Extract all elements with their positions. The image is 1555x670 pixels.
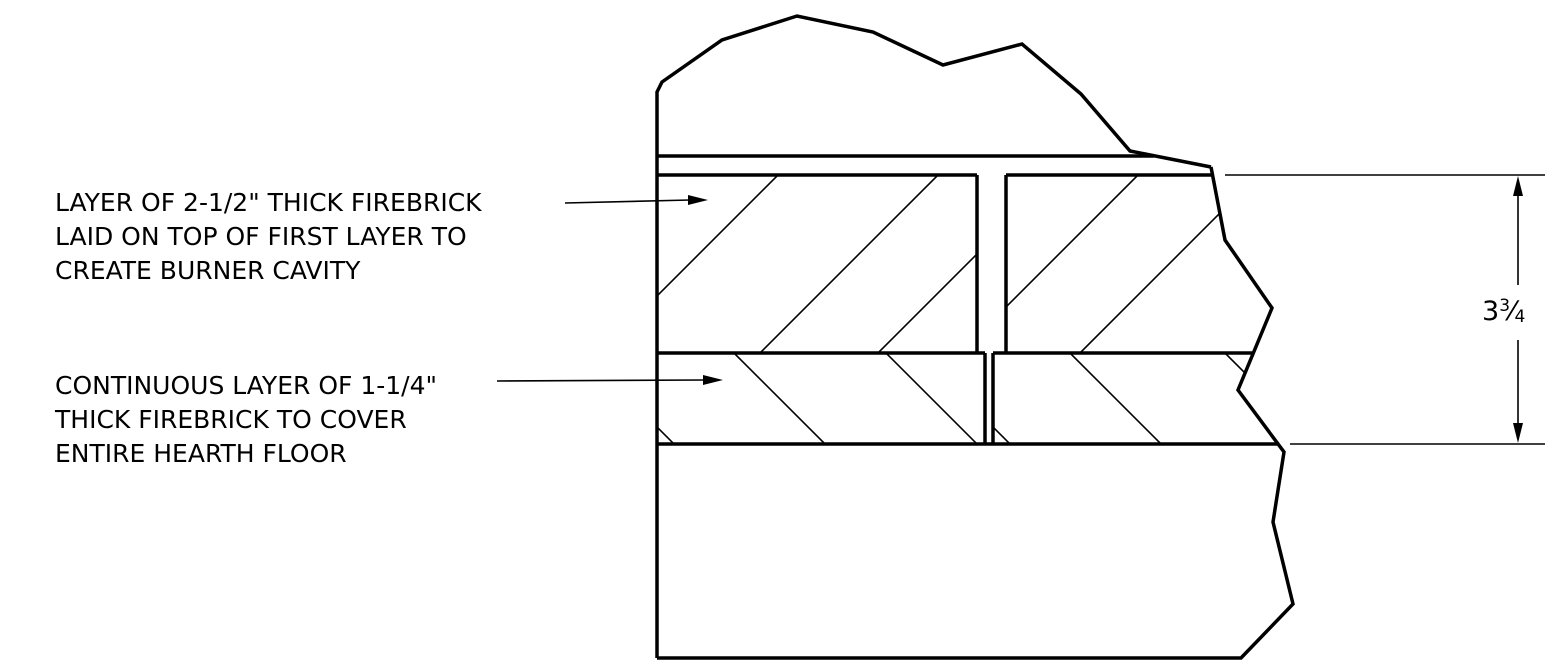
hatch-lower-right-brick bbox=[993, 353, 1279, 444]
upper-layer-note-line-3: CREATE BURNER CAVITY bbox=[55, 256, 361, 285]
upper-layer-note-line-2: LAID ON TOP OF FIRST LAYER TO bbox=[55, 222, 467, 251]
lower-layer-note-line-1: CONTINUOUS LAYER OF 1-1/4" bbox=[55, 371, 437, 400]
lower-layer-note: CONTINUOUS LAYER OF 1-1/4" THICK FIREBRI… bbox=[55, 369, 437, 471]
dimension-denominator: 4 bbox=[1514, 307, 1526, 327]
dimension-whole: 3 bbox=[1482, 296, 1500, 327]
right-break-line bbox=[657, 166, 1295, 660]
dimension-label: 33⁄4 bbox=[1482, 296, 1525, 327]
hatch-lower-left-brick bbox=[657, 353, 977, 444]
lower-layer-note-line-3: ENTIRE HEARTH FLOOR bbox=[55, 439, 347, 468]
dimension-fraction-slash: ⁄ bbox=[1510, 296, 1515, 327]
upper-layer-note-line-1: LAYER OF 2-1/2" THICK FIREBRICK bbox=[55, 188, 482, 217]
lower-layer-note-line-2: THICK FIREBRICK TO COVER bbox=[55, 405, 407, 434]
hatch-upper-left-brick bbox=[657, 175, 977, 353]
upper-mass-outline bbox=[655, 14, 1212, 169]
upper-layer-note: LAYER OF 2-1/2" THICK FIREBRICK LAID ON … bbox=[55, 186, 482, 288]
dim-line bbox=[1513, 176, 1523, 443]
dimension-numerator: 3 bbox=[1499, 296, 1511, 316]
leader-lower-layer bbox=[496, 375, 723, 385]
leader-upper-layer bbox=[564, 195, 708, 205]
